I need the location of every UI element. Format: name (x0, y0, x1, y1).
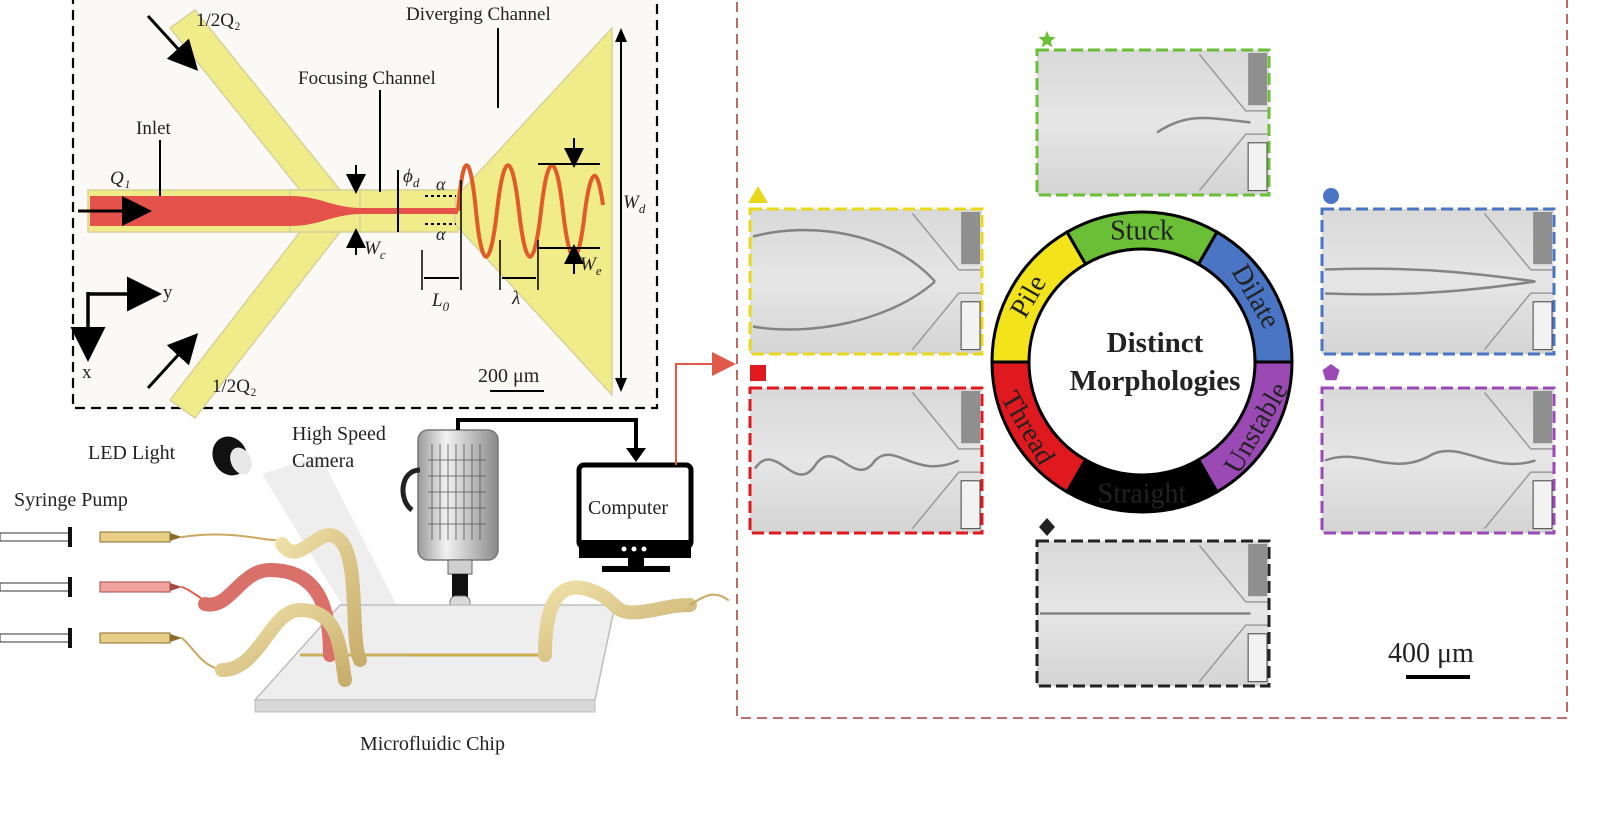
ring-center (1030, 250, 1254, 474)
micrograph-frames (748, 31, 1556, 688)
center-title-line2: Morphologies (1070, 365, 1241, 397)
cable-arrowhead (626, 448, 646, 462)
pump-label: Syringe Pump (14, 489, 128, 511)
q2-top-label: 1/2Q₂ (196, 10, 241, 31)
microfluidic-chip-icon (253, 604, 616, 713)
computer-label: Computer (588, 497, 668, 519)
marker-straight (1039, 518, 1055, 536)
marker-dilate (1323, 188, 1339, 204)
scale-200-label: 200 μm (478, 365, 540, 387)
we-label: We (580, 254, 602, 278)
experimental-setup: LED Light High Speed Camera (0, 352, 736, 755)
syringe-2 (0, 577, 182, 597)
micrograph-pile (748, 186, 984, 356)
q1-label: Q₁ (110, 168, 130, 189)
micrograph-unstable (1320, 364, 1556, 535)
camera-icon (400, 429, 499, 617)
center-title-line1: Distinct (1107, 327, 1204, 359)
camera-label-line2: Camera (292, 450, 354, 472)
camera-cable (456, 418, 638, 452)
axis-x-label: x (82, 362, 92, 383)
l0-label: L0 (431, 290, 450, 314)
syringe-3 (0, 628, 182, 648)
wd-label: Wd (623, 192, 646, 216)
syringe-pumps (0, 527, 182, 648)
q2-bottom-arrow (146, 333, 199, 390)
axis-y-label: y (163, 282, 173, 303)
marker-unstable (1322, 364, 1340, 381)
channel-schematic: 1/2Q₂ 1/2Q₂ Q₁ Inlet Focusing Channel Di… (70, 0, 659, 420)
scale-400-label: 400 μm (1388, 638, 1474, 669)
micrograph-stuck (1035, 31, 1271, 197)
micrograph-dilate (1320, 188, 1556, 356)
morphology-frame (736, 0, 1568, 719)
wc-label: Wc (364, 238, 386, 262)
tubing (181, 528, 729, 687)
syringe-1 (0, 527, 182, 547)
ring-segment-pile (990, 230, 1088, 364)
computer-icon (576, 462, 694, 572)
chip-label: Microfluidic Chip (360, 733, 505, 755)
ring-label-straight: Straight (1098, 479, 1187, 510)
inlet-label: Inlet (136, 118, 172, 139)
computer-to-panel-link (675, 363, 714, 465)
alpha-top-label: α (436, 174, 446, 194)
ring-label-stuck: Stuck (1110, 216, 1174, 247)
alpha-bottom-label: α (436, 224, 446, 244)
link-arrowhead (712, 352, 736, 376)
marker-pile (748, 186, 768, 203)
marker-thread (750, 365, 766, 381)
q2-top-arrow (146, 14, 199, 71)
micrograph-straight (1035, 518, 1271, 688)
q2-bottom-label: 1/2Q₂ (212, 376, 257, 397)
marker-stuck (1038, 31, 1056, 48)
wd-arrowhead-bottom (615, 378, 627, 392)
camera-label-line1: High Speed (292, 423, 386, 445)
lambda-label: λ (511, 288, 520, 309)
led-label: LED Light (88, 442, 176, 464)
phi-label: ϕd (403, 166, 420, 190)
inner-stream (90, 196, 458, 226)
focusing-label: Focusing Channel (298, 68, 436, 89)
wd-arrowhead-top (615, 28, 627, 42)
diverging-label: Diverging Channel (406, 4, 551, 25)
micrograph-thread (748, 365, 984, 535)
